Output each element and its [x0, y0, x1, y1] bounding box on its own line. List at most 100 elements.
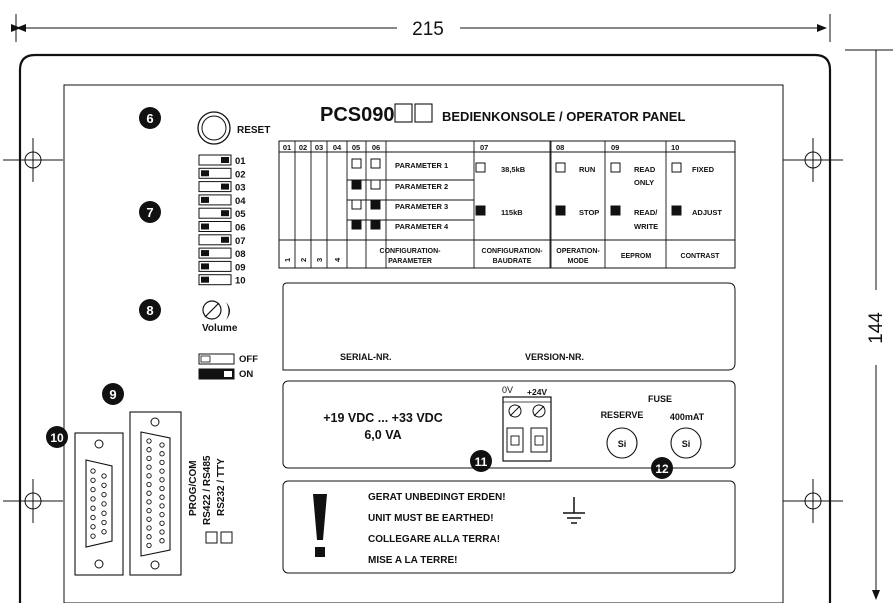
- switch-on-label: ON: [239, 369, 253, 380]
- dip-label-09: 09: [235, 262, 246, 273]
- baud-38k-label: 38,5kB: [501, 165, 526, 174]
- svg-text:Si: Si: [618, 439, 627, 449]
- reserve-fuse-holder[interactable]: Si: [606, 427, 638, 459]
- dsub15-pin: [90, 496, 96, 502]
- fuse-label: FUSE: [648, 394, 672, 404]
- baud-38k-box: [475, 162, 486, 173]
- config-baud-footer-1: CONFIGURATION-: [482, 248, 544, 255]
- ground-icon: [563, 497, 585, 524]
- dsub15-pin: [101, 491, 107, 498]
- dsub15-pin: [90, 514, 96, 521]
- dip-switch-09[interactable]: [198, 260, 232, 272]
- switch-off-label: OFF: [239, 354, 258, 365]
- eeprom-only-label: ONLY: [634, 178, 654, 187]
- dip-switch-10[interactable]: [198, 274, 232, 286]
- reset-button[interactable]: [197, 111, 231, 145]
- dsub25-pin: [159, 451, 165, 457]
- op-mode-footer-1: OPERATION-: [556, 248, 600, 255]
- param-2-sw5: [351, 179, 362, 190]
- dsub25-pin: [159, 538, 165, 544]
- param-1-sw6: [370, 158, 381, 169]
- config-vertical-1: 1: [283, 258, 292, 262]
- mode-stop-box: [555, 205, 566, 216]
- dip-label-04: 04: [235, 196, 246, 207]
- dip-label-03: 03: [235, 183, 246, 194]
- config-baud-footer-2: BAUDRATE: [493, 258, 532, 265]
- rs232-label: RS232 / TTY: [216, 458, 227, 516]
- dip-label-07: 07: [235, 236, 246, 247]
- col-header-05: 05: [352, 143, 360, 152]
- baud-115k-label: 115kB: [501, 208, 523, 217]
- dsub-15-connector[interactable]: [74, 432, 124, 576]
- width-value: 215: [412, 19, 444, 40]
- dsub-25-connector[interactable]: [129, 411, 182, 576]
- dip-switch-06[interactable]: [198, 221, 232, 232]
- dsub15-pin: [90, 468, 96, 474]
- dsub25-pin: [146, 438, 152, 444]
- dip-switch-07[interactable]: [198, 234, 232, 246]
- model-box-2: [414, 103, 433, 123]
- dip-label-10: 10: [235, 276, 246, 287]
- eeprom-write-label: WRITE: [634, 222, 658, 231]
- param-2-sw6: [370, 179, 381, 190]
- config-vertical-4: 4: [333, 257, 342, 262]
- power-terminal-block[interactable]: [502, 396, 552, 462]
- dsub15-pin: [90, 524, 96, 530]
- col-header-07: 07: [480, 143, 488, 152]
- eeprom-readw-label: READ/: [634, 208, 658, 217]
- parameter-1-label: PARAMETER 1: [395, 161, 448, 170]
- dsub25-pin: [159, 468, 165, 474]
- warning-line-4: MISE A LA TERRE!: [368, 555, 457, 566]
- dsub25-pin: [159, 485, 165, 492]
- col-header-01: 01: [283, 143, 291, 152]
- power-label: 6,0 VA: [364, 428, 401, 442]
- config-param-footer-2: PARAMETER: [388, 258, 432, 265]
- dsub25-pin: [159, 520, 165, 526]
- volume-knob[interactable]: [202, 300, 230, 320]
- parameter-2-label: PARAMETER 2: [395, 182, 448, 191]
- warning-section: [282, 480, 736, 574]
- dsub25-pin: [146, 525, 152, 531]
- dip-switch-05[interactable]: [198, 207, 232, 219]
- height-dimension: 144: [845, 49, 893, 600]
- dsub25-pin: [159, 459, 165, 466]
- param-3-sw5: [351, 199, 362, 210]
- callout-6: 6: [146, 111, 153, 126]
- dip-switch-08[interactable]: [198, 247, 232, 259]
- port-led-1: [205, 531, 218, 544]
- exclamation-icon: [313, 494, 327, 557]
- param-4-sw6: [370, 219, 381, 230]
- warning-line-3: COLLEGARE ALLA TERRA!: [368, 534, 500, 545]
- power-switch[interactable]: [198, 353, 235, 380]
- dsub25-pin: [146, 534, 152, 540]
- dsub25-pin: [146, 542, 152, 549]
- main-fuse-holder[interactable]: Si: [670, 427, 702, 459]
- dsub25-pin: [159, 503, 165, 509]
- eeprom-rw-box: [610, 205, 621, 216]
- warning-line-1: GERAT UNBEDINGT ERDEN!: [368, 492, 506, 503]
- dip-label-05: 05: [235, 209, 246, 220]
- dip-switch-02[interactable]: [198, 167, 232, 179]
- param-1-sw5: [351, 158, 362, 169]
- dsub15-pin: [101, 473, 107, 479]
- dsub15-pin: [90, 477, 96, 483]
- warning-line-2: UNIT MUST BE EARTHED!: [368, 513, 494, 524]
- height-value: 144: [866, 312, 887, 344]
- dsub25-pin: [146, 490, 152, 496]
- callout-7: 7: [146, 205, 153, 220]
- col-header-04: 04: [333, 143, 342, 152]
- dip-switch-04[interactable]: [198, 194, 232, 206]
- mode-run-box: [555, 162, 566, 173]
- dsub15-pin: [90, 533, 96, 539]
- dip-label-02: 02: [235, 169, 246, 180]
- param-4-sw5: [351, 219, 362, 230]
- dsub25-pin: [159, 511, 165, 518]
- dsub25-pin: [146, 516, 152, 522]
- dip-switch-03[interactable]: [198, 181, 232, 193]
- dsub25-pin: [159, 477, 165, 483]
- serial-label: SERIAL-NR.: [340, 352, 392, 362]
- dip-switch-01[interactable]: [198, 154, 232, 166]
